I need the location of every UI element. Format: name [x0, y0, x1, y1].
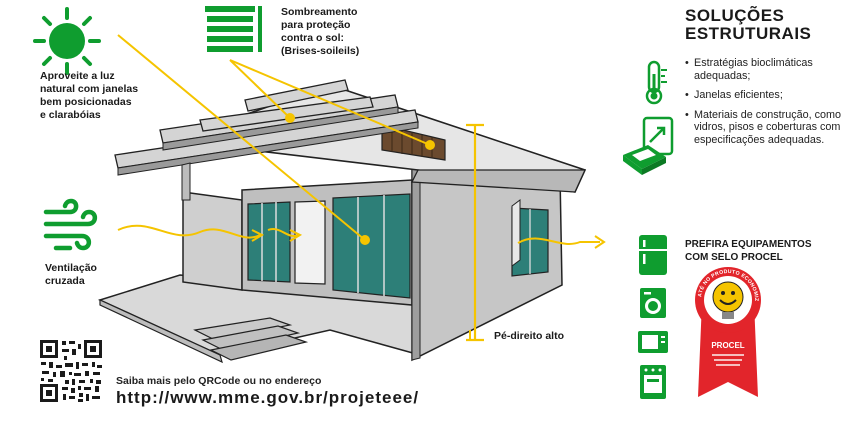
ceiling-label: Pé-direito alto — [494, 330, 565, 342]
side-windows — [511, 199, 549, 277]
list-item: Materiais de construção, como vidros, pi… — [685, 109, 845, 147]
qr-code — [38, 338, 104, 404]
footer-info: Saiba mais pelo QRCode ou no endereço — [116, 375, 322, 387]
clerestory — [381, 124, 446, 161]
procel-heading: PREFIRA EQUIPAMENTOS COM SELO PROCEL — [685, 239, 812, 263]
procel-seal: ATÉ NO PRODUTO ECONOMIZE ENERGIA PROCEL — [692, 262, 761, 397]
solutions-title-line1: SOLUÇÕES — [685, 6, 785, 25]
fridge-icon — [639, 235, 667, 275]
side-wall — [182, 191, 243, 291]
footer-url-link[interactable]: http://www.mme.gov.br/projeteee/ — [116, 388, 420, 407]
stove-icon — [640, 365, 666, 399]
materials-icon — [623, 116, 674, 175]
sun-icon — [33, 7, 101, 75]
blinds-icon — [205, 6, 262, 52]
pergola-beams — [114, 79, 419, 201]
list-item: Janelas eficientes; — [685, 89, 845, 102]
wind-icon — [43, 198, 98, 251]
callout-lines — [117, 34, 471, 340]
microwave-icon — [638, 331, 668, 353]
list-item: Estratégias bioclimáticas adequadas; — [685, 57, 845, 82]
ventilation-label: Ventilação cruzada — [45, 262, 97, 287]
solutions-title: SOLUÇÕES ESTRUTURAIS — [685, 7, 811, 43]
seal-brand: PROCEL — [711, 341, 744, 350]
solutions-title-line2: ESTRUTURAIS — [685, 24, 812, 43]
shading-label: Sombreamento para proteção contra o sol:… — [281, 6, 360, 57]
solutions-list: Estratégias bioclimáticas adequadas; Jan… — [685, 57, 845, 153]
sun-label: Aproveite a luz natural com janelas bem … — [40, 70, 139, 121]
washing-machine-icon — [640, 288, 666, 318]
steps — [193, 317, 293, 341]
appliance-icons — [638, 235, 668, 399]
airflow-arrows — [117, 224, 606, 249]
glass-doors — [247, 193, 411, 299]
thermometer-icon — [645, 60, 667, 105]
